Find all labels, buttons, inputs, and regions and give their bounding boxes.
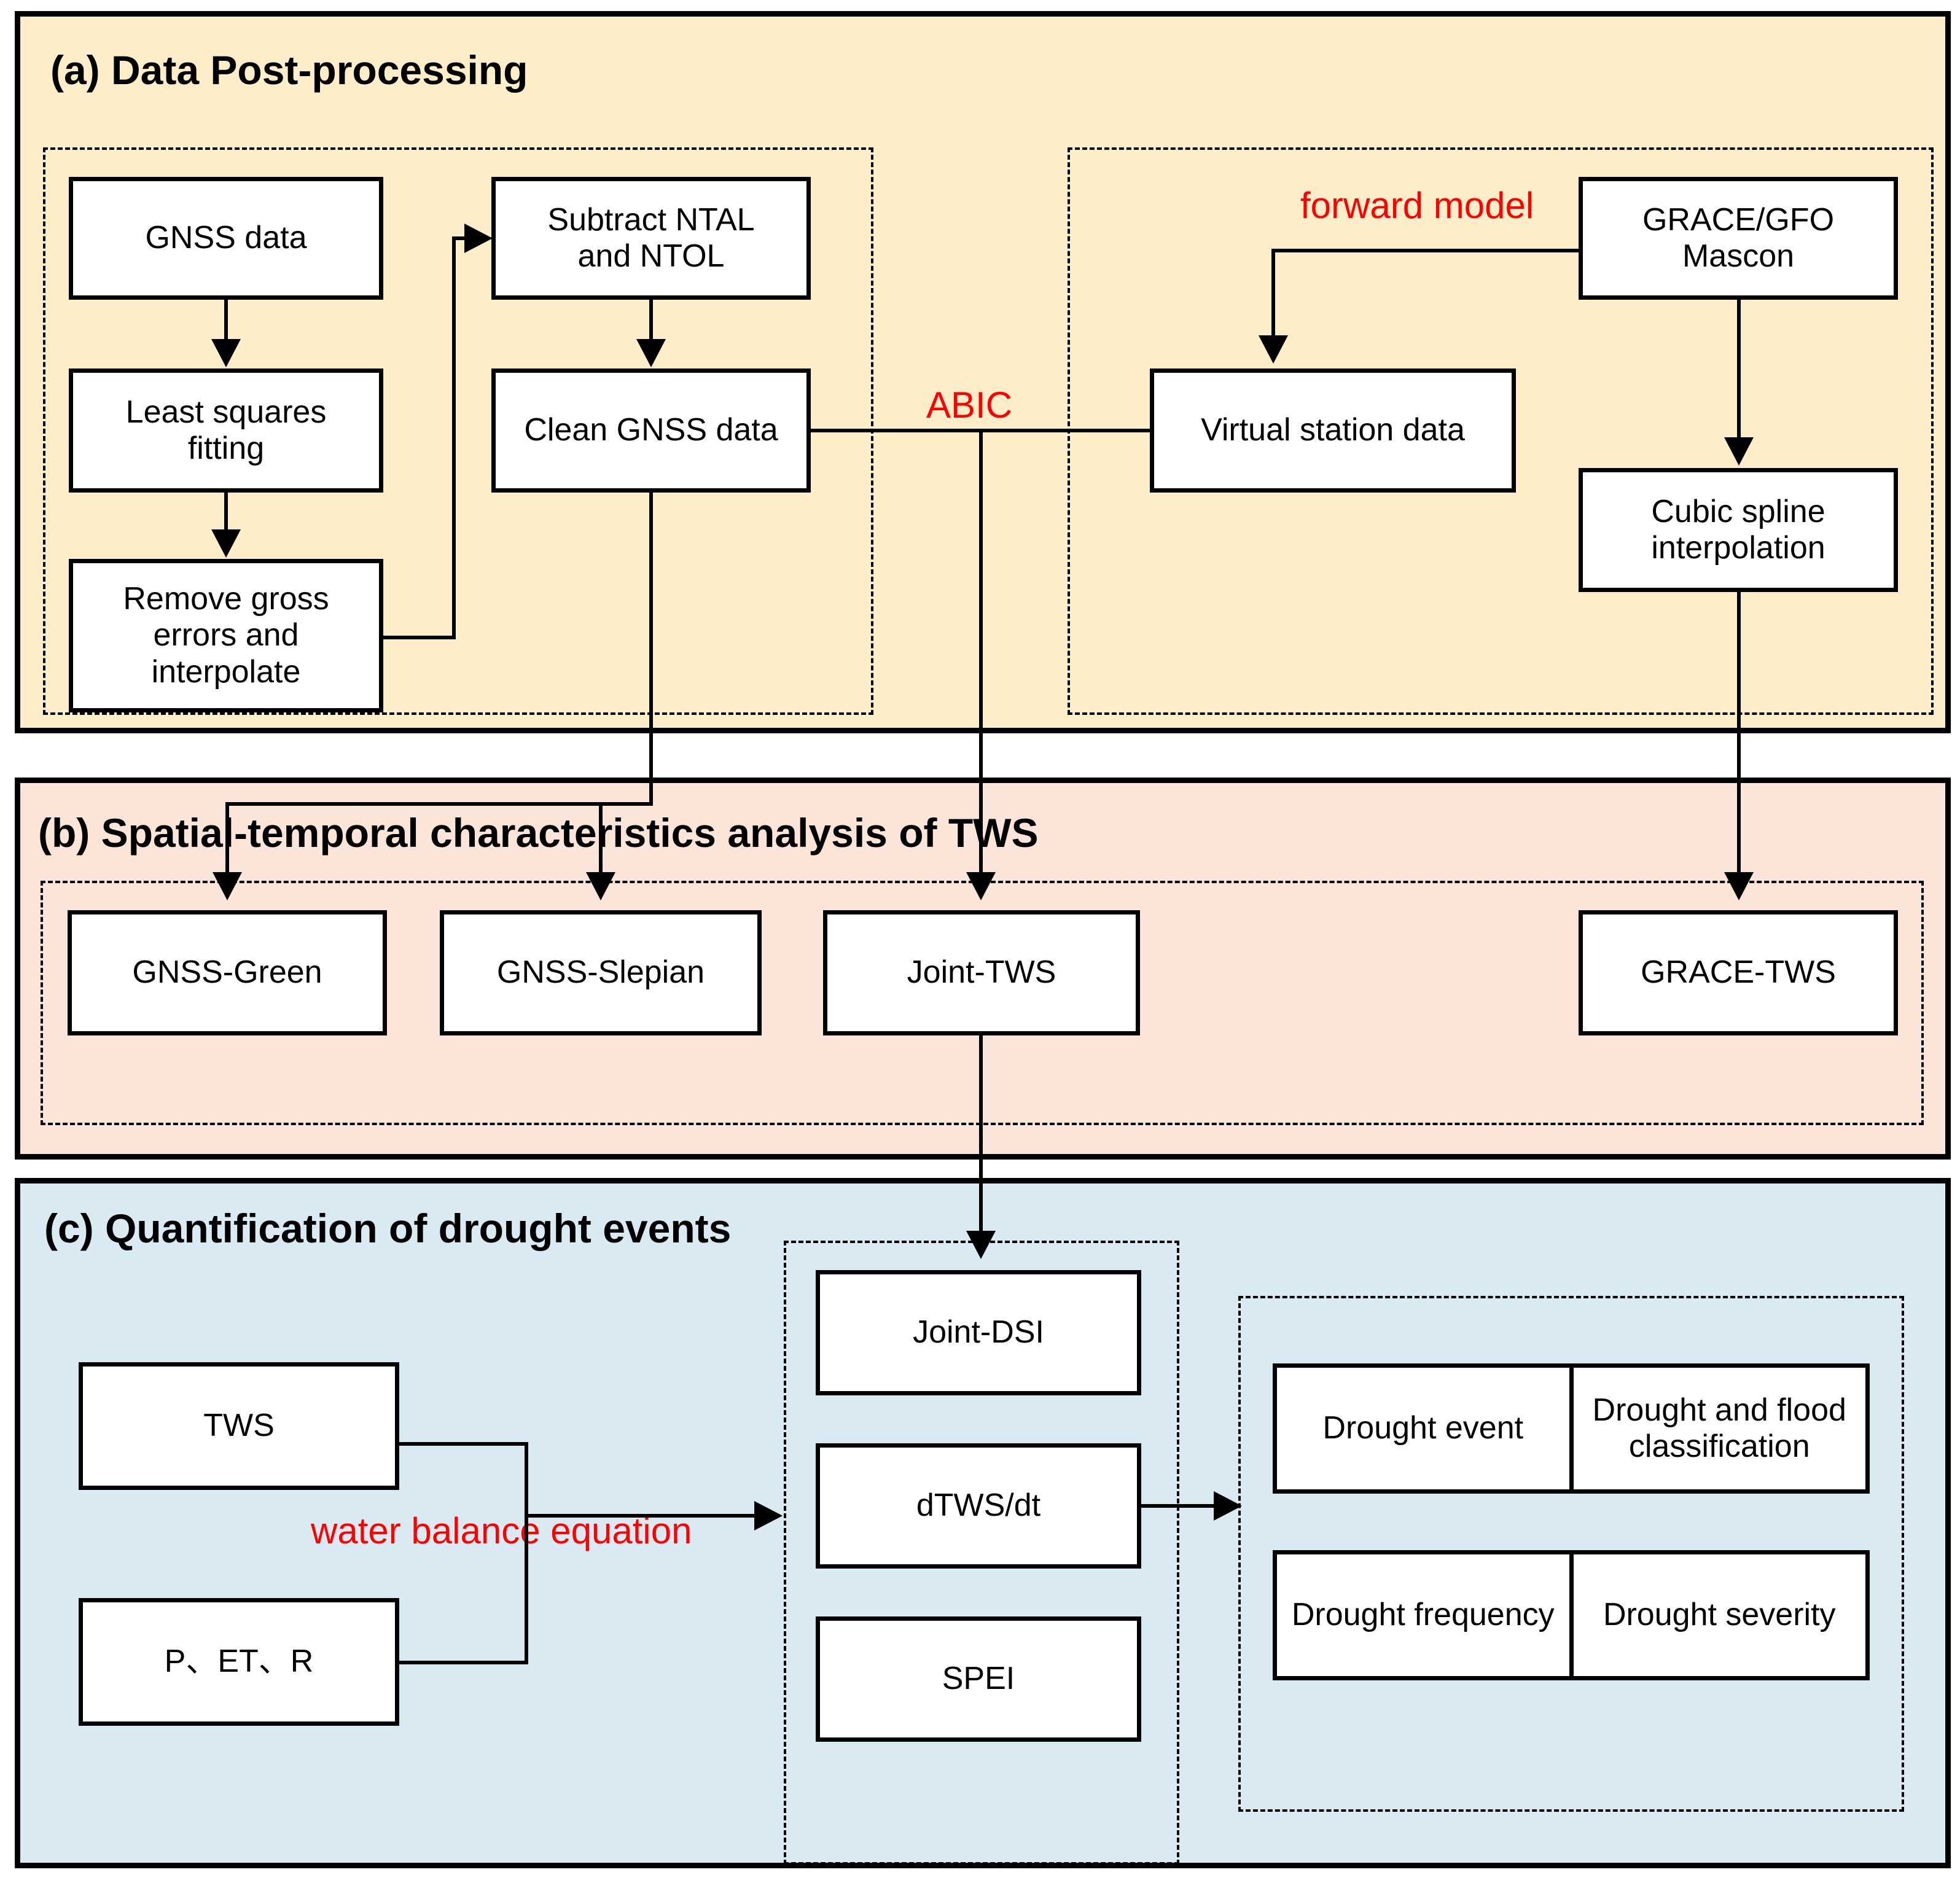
node-gnss-data: GNSS data xyxy=(69,177,383,300)
edge-label-forward-model: forward model xyxy=(1300,185,1534,226)
connector-abic-down-joint-tws xyxy=(979,429,983,873)
panel-b-title: (b) Spatial-temporal characteristics ana… xyxy=(38,810,1039,856)
arrowhead-removegross xyxy=(211,529,241,558)
connector-mascon-down xyxy=(1271,249,1275,337)
results-row-drought-frequency: Drought frequency Drought severity xyxy=(1273,1550,1870,1680)
node-grace-tws: GRACE-TWS xyxy=(1579,910,1898,1035)
node-clean-gnss-data: Clean GNSS data xyxy=(491,368,811,493)
connector-removegross-right xyxy=(383,636,456,639)
connector-clean-split-left xyxy=(225,802,653,806)
node-dtws-dt: dTWS/dt xyxy=(816,1443,1141,1569)
connector-waterbalance-to-dtwsdt xyxy=(525,1514,758,1518)
connector-clean-down-trunk xyxy=(649,493,653,805)
cell-drought-event: Drought event xyxy=(1322,1410,1524,1446)
arrowhead-joint-tws xyxy=(966,872,996,900)
connector-subtract-to-clean xyxy=(649,300,653,340)
edge-label-abic: ABIC xyxy=(926,384,1013,426)
connector-petr-right xyxy=(399,1661,528,1664)
connector-gnssdata-to-leastsquares xyxy=(224,300,228,340)
node-cubic-spline-interpolation: Cubic spline interpolation xyxy=(1579,468,1898,592)
arrowhead-results-group xyxy=(1214,1491,1242,1521)
arrowhead-dtws-dt xyxy=(754,1501,783,1530)
panel-c-results-group xyxy=(1238,1296,1904,1812)
arrowhead-cubic-spline xyxy=(1724,437,1754,466)
connector-removegross-up xyxy=(452,238,456,639)
connector-branch-gnss-slepian xyxy=(599,802,603,873)
node-least-squares-fitting: Least squares fitting xyxy=(69,368,383,493)
connector-jointtws-to-jointdsi xyxy=(979,1035,983,1232)
arrowhead-grace-tws xyxy=(1724,872,1754,900)
arrowhead-gnss-slepian xyxy=(586,872,615,900)
node-joint-dsi: Joint-DSI xyxy=(816,1270,1141,1395)
connector-tws-down xyxy=(525,1442,528,1516)
connector-petr-up xyxy=(525,1516,528,1663)
cell-drought-severity: Drought severity xyxy=(1569,1554,1866,1676)
arrowhead-subtract-ntal xyxy=(464,224,493,253)
arrowhead-leastsquares xyxy=(211,339,241,367)
node-tws: TWS xyxy=(79,1362,399,1490)
connector-branch-gnss-green xyxy=(225,802,229,873)
panel-a-title: (a) Data Post-processing xyxy=(50,47,528,93)
connector-mascon-left xyxy=(1271,249,1581,252)
node-joint-tws: Joint-TWS xyxy=(823,910,1140,1035)
node-virtual-station-data: Virtual station data xyxy=(1150,368,1516,493)
results-row-drought-event: Drought event Drought and flood classifi… xyxy=(1273,1363,1870,1494)
arrowhead-clean-gnss xyxy=(636,339,666,367)
connector-dtwsdt-to-results xyxy=(1141,1504,1221,1508)
connector-tws-right xyxy=(399,1442,528,1446)
node-spei: SPEI xyxy=(816,1616,1141,1742)
connector-mascon-to-cubicspline xyxy=(1737,300,1741,439)
arrowhead-virtual-station xyxy=(1259,335,1288,364)
cell-drought-flood-classification: Drought and flood classification xyxy=(1569,1368,1866,1489)
connector-cubicspline-down-grace-tws xyxy=(1737,592,1741,873)
cell-drought-frequency: Drought frequency xyxy=(1291,1597,1555,1633)
node-gnss-green: GNSS-Green xyxy=(68,910,387,1035)
node-p-et-r: P、ET、R xyxy=(79,1598,399,1726)
node-gnss-slepian: GNSS-Slepian xyxy=(440,910,762,1035)
panel-c-title: (c) Quantification of drought events xyxy=(44,1206,732,1251)
node-remove-gross-errors: Remove gross errors and interpolate xyxy=(69,559,383,712)
arrowhead-joint-dsi xyxy=(966,1231,996,1259)
connector-leastsquares-to-removegross xyxy=(224,493,228,531)
node-grace-gfo-mascon: GRACE/GFO Mascon xyxy=(1579,177,1898,300)
arrowhead-gnss-green xyxy=(213,872,242,900)
node-subtract-ntal-ntol: Subtract NTAL and NTOL xyxy=(491,177,811,300)
